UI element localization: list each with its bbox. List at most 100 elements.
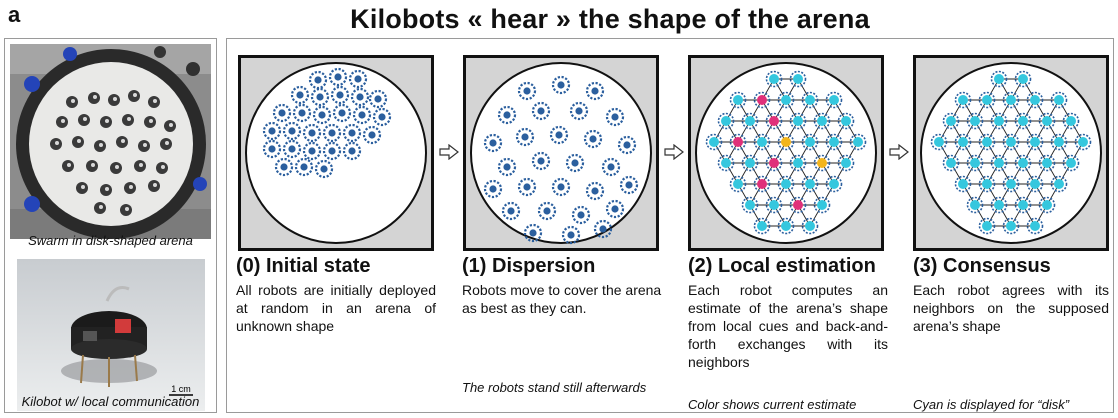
kilobot <box>156 162 168 174</box>
robot-node <box>741 196 759 214</box>
robot-node <box>777 217 795 235</box>
robot-node <box>312 105 332 125</box>
robot-node <box>765 196 783 214</box>
robot-node <box>837 112 855 130</box>
robot-node <box>282 139 302 159</box>
arrow-icon <box>439 144 459 160</box>
kilobot <box>160 138 172 150</box>
stage-2-note: Color shows current estimate <box>688 397 857 412</box>
robot-node <box>966 196 984 214</box>
robot-node <box>813 154 831 172</box>
robot-node <box>310 87 330 107</box>
stage-0-description: All robots are initially deployed at ran… <box>236 282 436 334</box>
kilobot <box>108 94 120 106</box>
robot-node <box>619 175 639 195</box>
stage-1-note: The robots stand still afterwards <box>462 380 647 395</box>
robot-node <box>801 217 819 235</box>
robot-node <box>990 112 1008 130</box>
robot-node <box>531 101 551 121</box>
robot-node <box>617 135 637 155</box>
kilobot <box>94 202 106 214</box>
robot-node <box>978 91 996 109</box>
robot-node <box>729 133 747 151</box>
robot-node <box>497 157 517 177</box>
kilobot <box>50 138 62 150</box>
robot-node <box>1026 175 1044 193</box>
robot-node <box>741 112 759 130</box>
robot-node <box>753 133 771 151</box>
robot-node <box>517 81 537 101</box>
robot-node <box>777 91 795 109</box>
robot-node <box>593 219 613 239</box>
kilobot <box>78 114 90 126</box>
kilobot <box>164 120 176 132</box>
figure-title: Kilobots « hear » the shape of the arena <box>350 4 870 34</box>
robot-node <box>1074 133 1092 151</box>
robot-node <box>753 175 771 193</box>
robot-node <box>497 105 517 125</box>
robot-node <box>801 175 819 193</box>
robot-node <box>1038 112 1056 130</box>
robot-node <box>801 133 819 151</box>
stage-3-description: Each robot agrees with its neighbors on … <box>913 282 1109 334</box>
stage-1-title: (1) Dispersion <box>462 255 596 277</box>
robot-node <box>1062 154 1080 172</box>
robot-node <box>308 70 328 90</box>
robot-node <box>328 67 348 87</box>
kilobot <box>120 204 132 216</box>
robot-node <box>549 125 569 145</box>
robot-node <box>1050 133 1068 151</box>
robot-node <box>942 112 960 130</box>
robot-node <box>483 133 503 153</box>
stage-0-arena <box>238 55 434 251</box>
robot-node <box>290 85 310 105</box>
robot-node <box>342 141 362 161</box>
robot-node <box>765 70 783 88</box>
robot-node <box>825 91 843 109</box>
robot-node <box>753 91 771 109</box>
arrow-icon <box>664 144 684 160</box>
kilobot <box>100 184 112 196</box>
robot-node <box>1026 217 1044 235</box>
robot-node <box>849 133 867 151</box>
robot-node <box>517 177 537 197</box>
stage-0-title: (0) Initial state <box>236 255 371 277</box>
robot-node <box>302 141 322 161</box>
robot-node <box>705 133 723 151</box>
stages-panel <box>226 38 1114 413</box>
stage-3-arena <box>913 55 1109 251</box>
robot-node <box>322 123 342 143</box>
robot-node <box>954 91 972 109</box>
robot-node <box>601 157 621 177</box>
robot-node <box>1002 217 1020 235</box>
robot-node <box>272 103 292 123</box>
robot-node <box>515 127 535 147</box>
kilobot <box>116 136 128 148</box>
robot-node <box>942 154 960 172</box>
robot-node <box>825 133 843 151</box>
kilobot <box>88 92 100 104</box>
robot-node <box>978 133 996 151</box>
robot-node <box>352 105 372 125</box>
robot-node <box>523 223 543 243</box>
robot-node <box>765 154 783 172</box>
robot-node <box>1062 112 1080 130</box>
robot-node <box>294 157 314 177</box>
robot-node <box>1014 70 1032 88</box>
stage-2-description: Each robot computes an estimate of the a… <box>688 282 888 370</box>
robot-node <box>789 154 807 172</box>
robot-node <box>765 112 783 130</box>
robot-node <box>551 177 571 197</box>
robot-node <box>954 133 972 151</box>
arrow-icon <box>889 144 909 160</box>
kilobot <box>148 180 160 192</box>
swarm-arena-photo <box>10 44 211 239</box>
stage-3-title: (3) Consensus <box>913 255 1051 277</box>
robot-node <box>729 175 747 193</box>
robot-node <box>729 91 747 109</box>
robot-node <box>1038 154 1056 172</box>
stage-1-arena <box>463 55 659 251</box>
robot-node <box>501 201 521 221</box>
robot-node <box>342 123 362 143</box>
robot-node <box>292 103 312 123</box>
